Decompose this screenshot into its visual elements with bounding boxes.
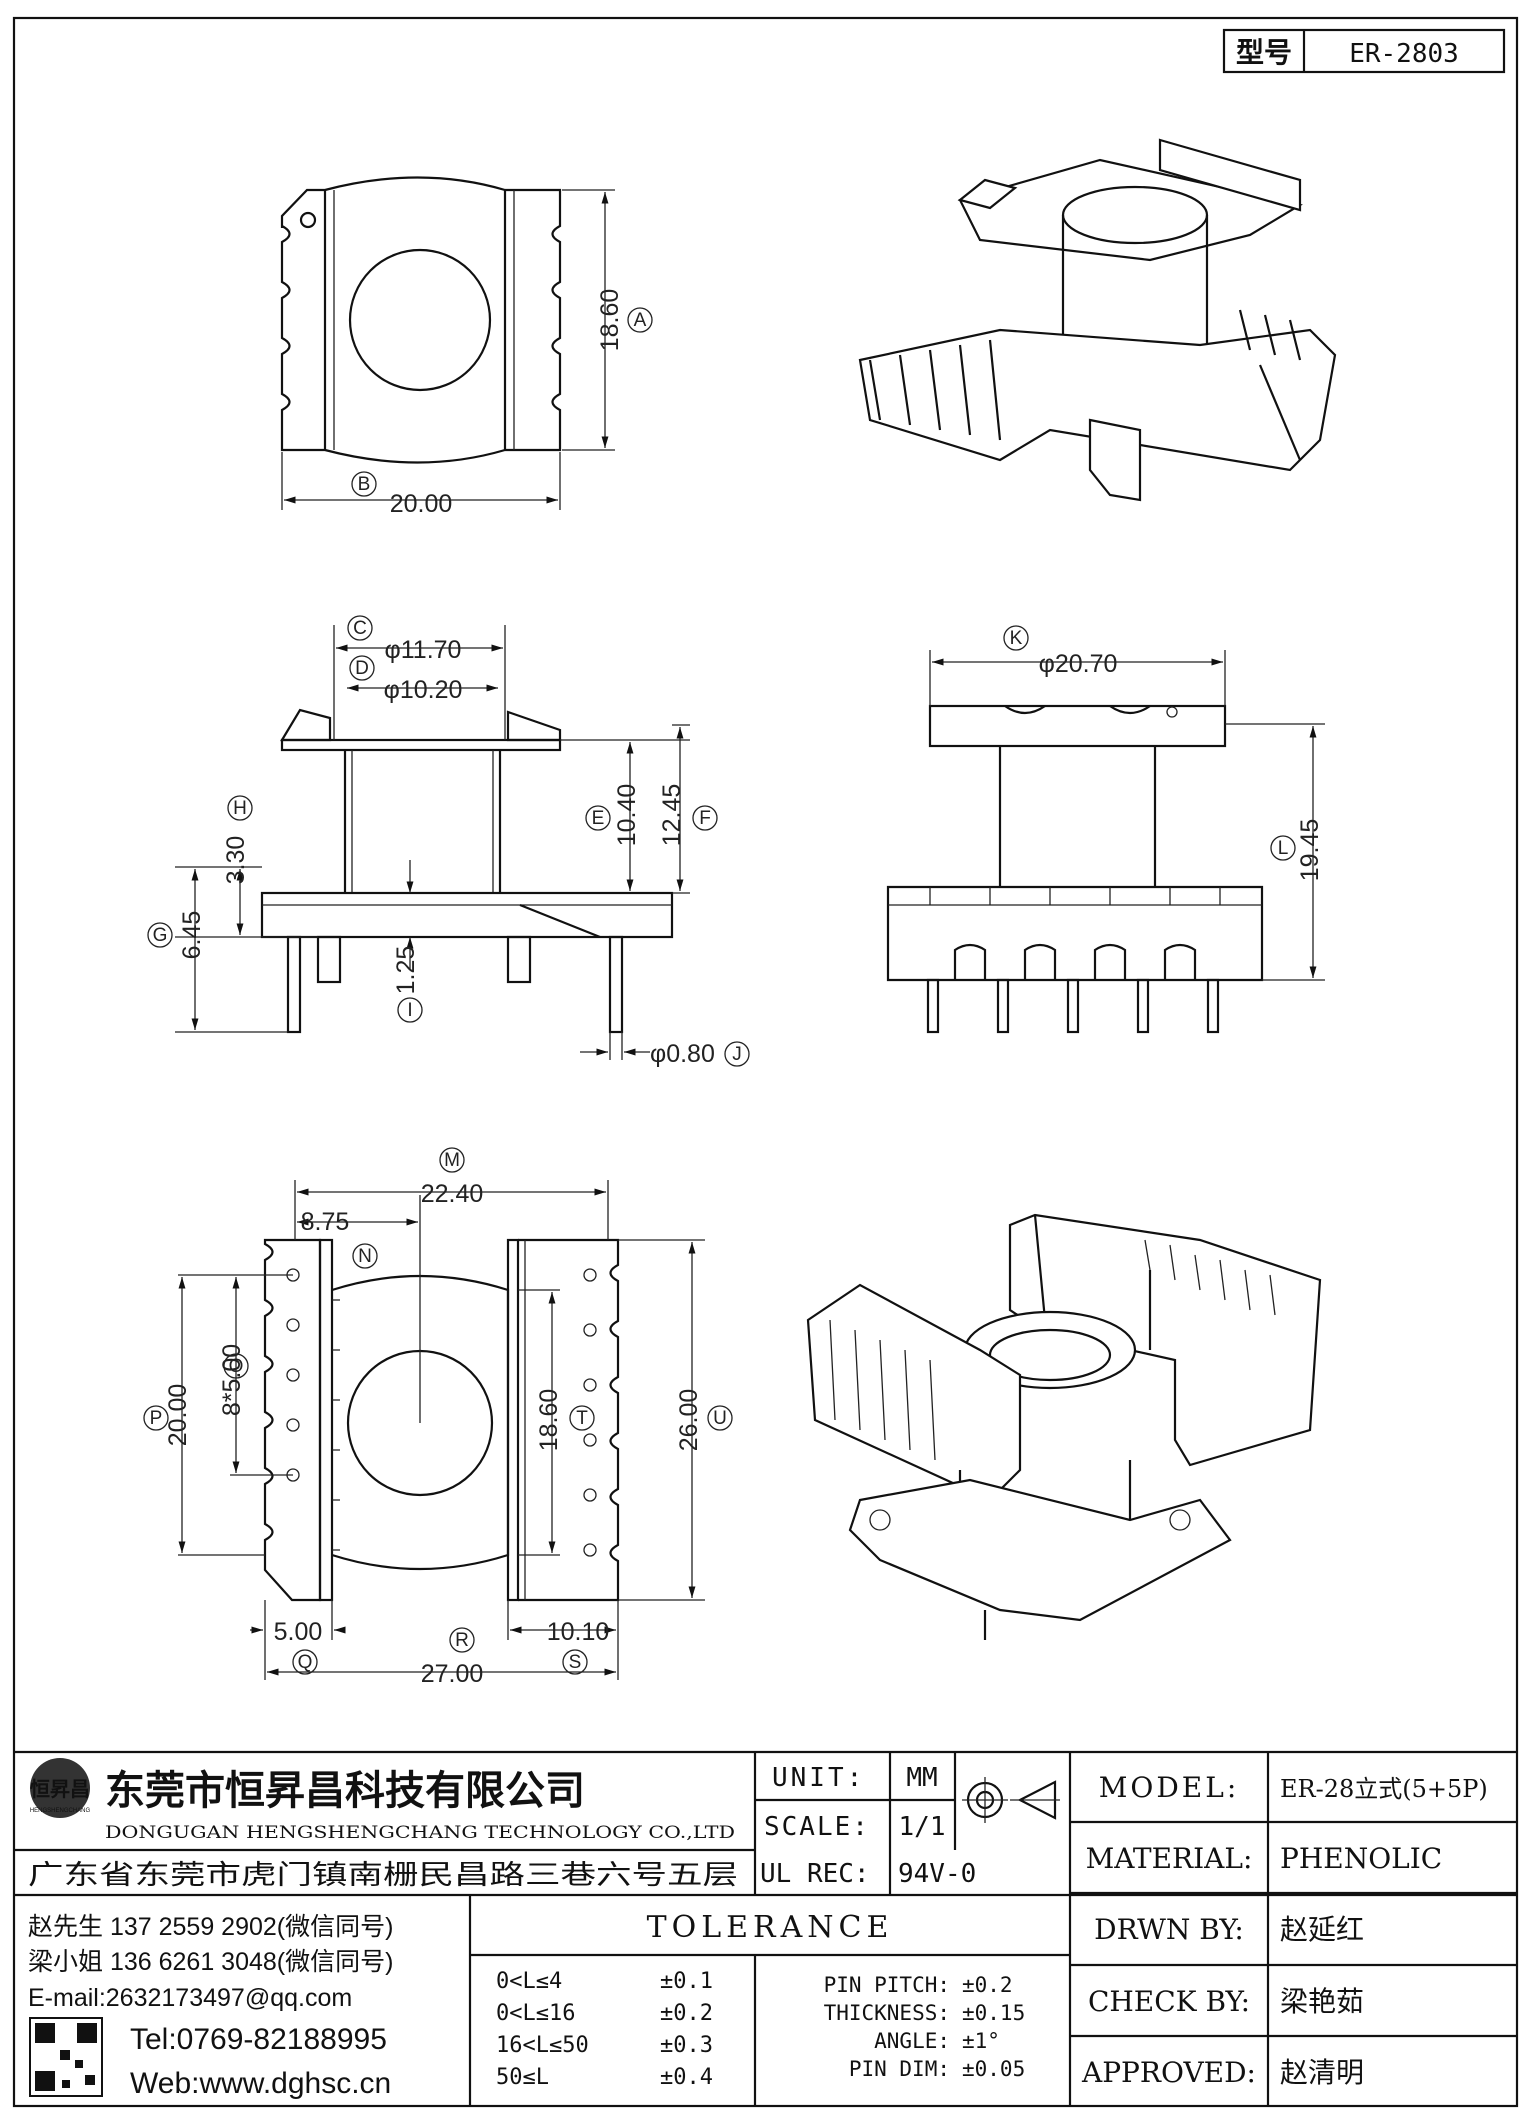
dim-M-label: M — [444, 1150, 460, 1171]
angle-label: ANGLE: — [874, 2029, 950, 2053]
dim-S-value: 10.10 — [547, 1618, 610, 1646]
tol-value-3: ±0.3 — [660, 2033, 713, 2058]
drawn-by-label: DRWN BY: — [1094, 1913, 1244, 1946]
dim-G-label: G — [153, 925, 168, 946]
dim-I-label: I — [407, 1000, 412, 1021]
material-field-label: MATERIAL: — [1086, 1842, 1253, 1875]
pin-dim-value: ±0.05 — [962, 2057, 1025, 2081]
dim-H-value: 3.30 — [222, 836, 250, 885]
contact-line-1: 赵先生 137 2559 2902(微信同号) — [28, 1913, 393, 1941]
unit-label: UNIT: — [772, 1763, 865, 1793]
tel-text: Tel:0769-82188995 — [130, 2023, 387, 2056]
dim-J-value: φ0.80 — [650, 1040, 715, 1068]
check-by-label: CHECK BY: — [1088, 1985, 1250, 2018]
dim-D-value: φ10.20 — [384, 676, 463, 704]
isometric-view-upper — [858, 138, 1337, 502]
pin-pitch-label: PIN PITCH: — [824, 1973, 950, 1997]
contact-line-2: 梁小姐 136 6261 3048(微信同号) — [28, 1948, 393, 1976]
dim-S-label: S — [569, 1652, 582, 1673]
dim-U-value: 26.00 — [675, 1389, 703, 1452]
dim-O-label: O — [229, 1356, 244, 1377]
dim-G-value: 6.45 — [178, 911, 206, 960]
ulrec-value: 94V-0 — [898, 1859, 976, 1889]
dim-C-label: C — [353, 618, 367, 639]
dim-U-label: U — [713, 1408, 727, 1429]
dim-L-value: 19.45 — [1296, 819, 1324, 882]
dim-D-label: D — [355, 658, 369, 679]
web-text: Web:www.dghsc.cn — [130, 2067, 391, 2100]
model-field-label: MODEL: — [1099, 1771, 1240, 1804]
check-by-value: 梁艳茹 — [1280, 1986, 1364, 2017]
dim-F-value: 12.45 — [658, 784, 686, 847]
model-header-box: 型号 ER-2803 — [1222, 28, 1506, 74]
dim-R-label: R — [455, 1630, 469, 1651]
dim-K-label: K — [1010, 628, 1023, 649]
dim-Q-value: 5.00 — [274, 1618, 323, 1646]
title-block: 恒昇昌 HENGSHENGCHANG 东莞市恒昇昌科技有限公司 DONGUGAN… — [14, 1750, 1517, 2106]
dim-F-label: F — [699, 808, 711, 829]
unit-value: MM — [906, 1763, 937, 1793]
model-header-label: 型号 — [1236, 37, 1292, 68]
logo-text: 恒昇昌 — [30, 1778, 90, 1801]
tol-value-2: ±0.2 — [660, 2001, 713, 2026]
scale-value: 1/1 — [899, 1812, 946, 1842]
angle-value: ±1° — [962, 2029, 1000, 2053]
approved-label: APPROVED: — [1081, 2056, 1256, 2089]
material-field-value: PHENOLIC — [1280, 1842, 1442, 1875]
isometric-view-lower — [806, 1213, 1322, 1640]
tol-range-1: 0<L≤4 — [496, 1969, 562, 1994]
company-logo: 恒昇昌 HENGSHENGCHANG — [30, 1758, 91, 1818]
ulrec-label: UL REC: — [760, 1859, 870, 1889]
tol-value-1: ±0.1 — [660, 1969, 713, 1994]
company-address: 广东省东莞市虎门镇南栅民昌路三巷六号五层 — [28, 1860, 738, 1890]
dim-Q-label: Q — [298, 1652, 313, 1673]
top-view: 18.60 A 20.00 B — [280, 176, 653, 518]
dim-E-value: 10.40 — [613, 784, 641, 847]
tol-value-4: ±0.4 — [660, 2065, 713, 2090]
dim-B-value: 20.00 — [390, 490, 453, 518]
logo-sub: HENGSHENGCHANG — [30, 1808, 91, 1814]
dim-L-label: L — [1278, 838, 1289, 859]
thickness-value: ±0.15 — [962, 2001, 1025, 2025]
dim-N-label: N — [358, 1246, 372, 1267]
dim-I-value: 1.25 — [392, 946, 420, 995]
scale-label: SCALE: — [764, 1812, 870, 1842]
dim-B-label: B — [358, 474, 371, 495]
approved-value: 赵清明 — [1280, 2057, 1364, 2088]
dim-P-value: 20.00 — [164, 1384, 192, 1447]
dim-E-label: E — [592, 808, 605, 829]
tolerance-title: TOLERANCE — [647, 1910, 894, 1945]
model-field-value: ER-28立式(5+5P) — [1280, 1775, 1488, 1803]
company-name-cn: 东莞市恒昇昌科技有限公司 — [105, 1769, 585, 1813]
qr-code-icon — [29, 2017, 103, 2097]
dim-C-value: φ11.70 — [385, 636, 462, 664]
tol-range-4: 50≤L — [496, 2065, 549, 2090]
pin-dim-label: PIN DIM: — [849, 2057, 950, 2081]
dim-P-label: P — [150, 1408, 163, 1429]
dim-K-value: φ20.70 — [1039, 650, 1118, 678]
dim-H-label: H — [233, 798, 247, 819]
front-view: φ11.70 C φ10.20 D 10.40 E 12.45 F 3.30 H… — [147, 615, 750, 1068]
dim-N-value: 8.75 — [301, 1208, 350, 1236]
dim-M-value: 22.40 — [421, 1180, 484, 1208]
company-name-en: DONGUGAN HENGSHENGCHANG TECHNOLOGY CO.,L… — [105, 1823, 735, 1843]
tol-range-2: 0<L≤16 — [496, 2001, 575, 2026]
model-header-value: ER-2803 — [1349, 39, 1459, 69]
thickness-label: THICKNESS: — [824, 2001, 950, 2025]
projection-symbol-icon — [962, 1777, 1060, 1823]
sheet-border — [12, 16, 1519, 2108]
dim-J-label: J — [732, 1044, 742, 1065]
contact-email: E-mail:2632173497@qq.com — [28, 1984, 352, 2012]
dim-T-label: T — [576, 1408, 588, 1429]
dim-A-value: 18.60 — [596, 289, 624, 352]
dim-T-value: 18.60 — [535, 1389, 563, 1452]
dim-A-label: A — [634, 310, 647, 331]
side-view: φ20.70 K 19.45 L — [886, 625, 1325, 1034]
drawn-by-value: 赵延红 — [1280, 1914, 1364, 1945]
tol-range-3: 16<L≤50 — [496, 2033, 589, 2058]
pin-pitch-value: ±0.2 — [962, 1973, 1013, 1997]
bottom-view: 22.40 M 8.75 N 20.00 P 8*5.00 O 18.60 T … — [143, 1147, 733, 1688]
dim-R-value: 27.00 — [421, 1660, 484, 1688]
